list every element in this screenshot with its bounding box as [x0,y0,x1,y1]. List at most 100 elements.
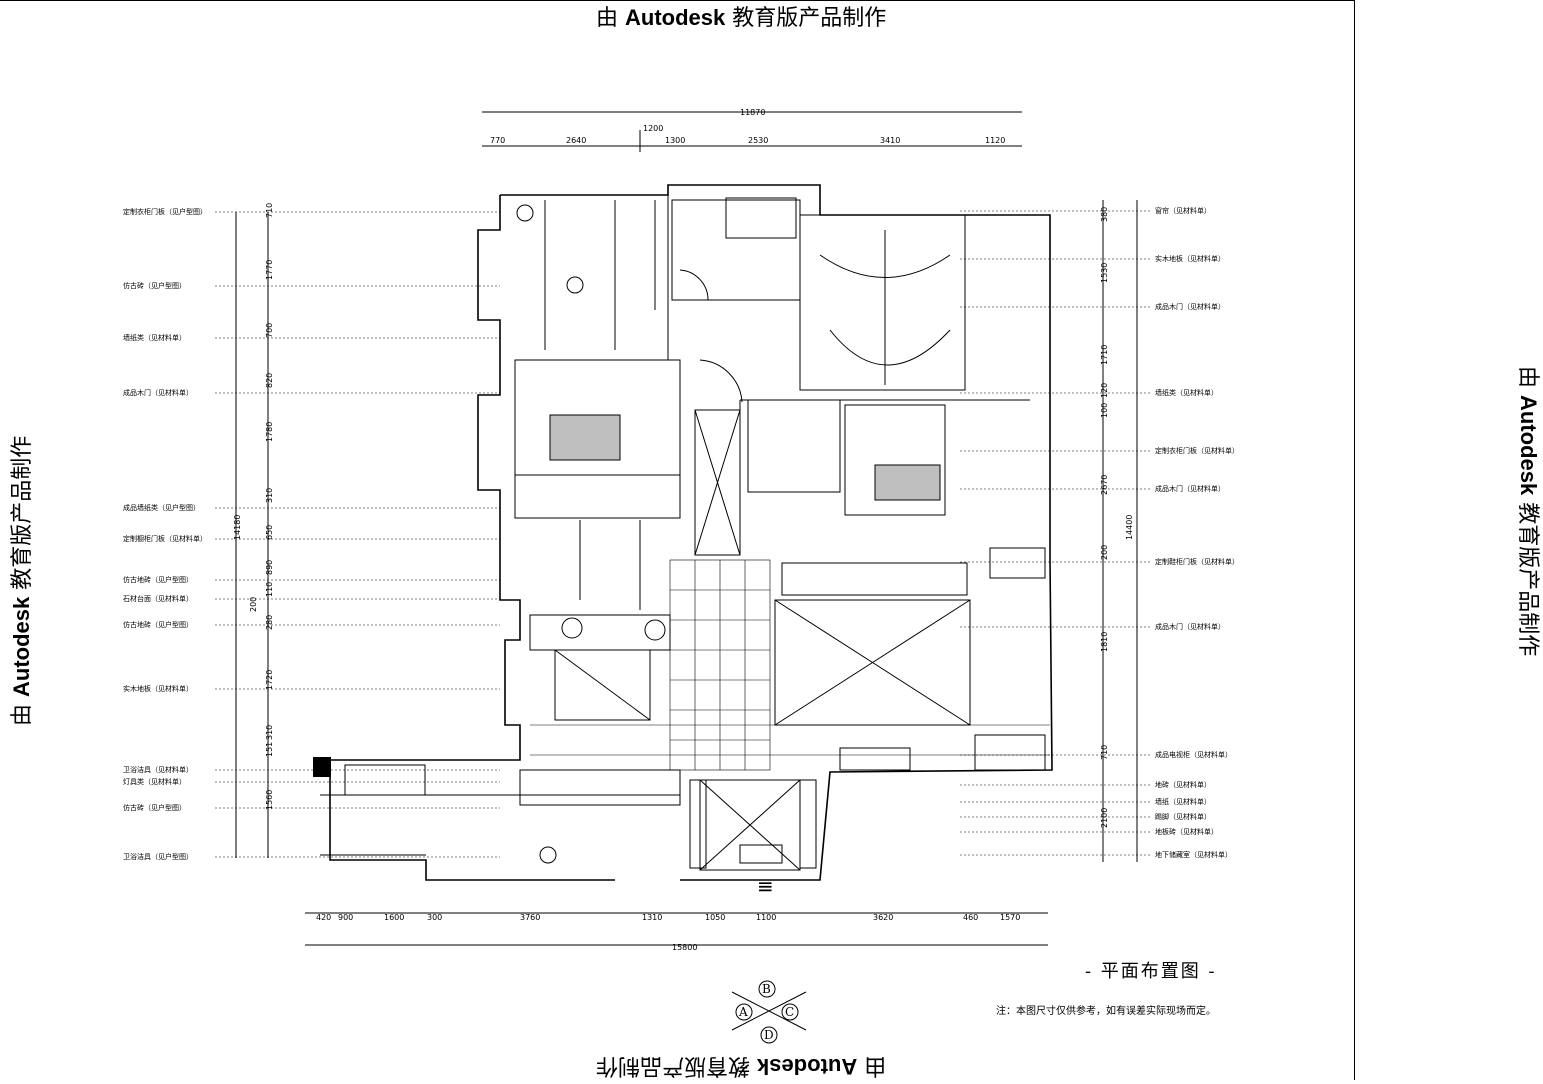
dim-right-total: 14400 [1125,515,1134,540]
dim-right: 710 [1100,745,1109,760]
rug-pattern-2 [874,464,941,501]
dim-bottom: 3760 [520,913,540,922]
plan-note: 注：本图尺寸仅供参考，如有误差实际现场而定。 [996,1006,1216,1017]
plant-icon [561,617,583,639]
dim-bottom: 1100 [756,913,776,922]
plant-icon [644,619,666,641]
material-label: 墙纸类（见材料单） [123,333,186,342]
entry-mark: ≡ [757,874,774,898]
dim-left: 310 [265,488,274,503]
dim-left: 110 [265,582,274,597]
material-label: 成品木门（见材料单） [1155,622,1225,631]
dim-bottom: 460 [963,913,978,922]
dim-left: 650 [265,525,274,540]
bathtub [725,197,797,239]
material-label: 踢脚（见材料单） [1155,812,1211,821]
material-label: 卫浴洁具（见材料单） [123,765,193,774]
dim-top: 2640 [566,136,586,145]
plan-title: - 平面布置图 - [1085,961,1217,982]
material-label: 地砖（见材料单） [1155,780,1211,789]
dim-right: 100 [1100,403,1109,418]
compass-b: B [762,982,771,996]
material-label: 窗帘（见材料单） [1155,206,1211,215]
compass-c: C [785,1005,794,1019]
dim-top-sub: 1200 [643,124,663,133]
door-swing-2 [679,269,709,301]
frame-top-border [0,0,1355,1]
dim-left: 1560 [265,790,274,810]
material-label: 定制鞋柜门板（见材料单） [1155,557,1239,566]
watermark-top: 由 Autodesk 教育版产品制作 [596,5,887,31]
dim-right: 1810 [1100,632,1109,652]
material-label: 实木地板（见材料单） [123,684,193,693]
dim-bottom: 1050 [705,913,725,922]
material-label: 仿古砖（见户型图） [123,803,186,812]
material-label: 成品木门（见材料单） [1155,302,1225,311]
dim-bottom: 1310 [642,913,662,922]
material-label: 仿古地砖（见户型图） [123,575,193,584]
dimension-texts: 11870 1200 770 2640 1300 2530 3410 1120 420 900 16… [233,108,1134,952]
dim-left: 710 [265,203,274,218]
outer-walls [329,184,1053,881]
dim-bottom: 900 [338,913,353,922]
material-label: 墙纸（见材料单） [1155,797,1211,806]
dim-right: 1530 [1100,263,1109,283]
material-label: 仿古砖（见户型图） [123,281,186,290]
material-label: 墙纸类（见材料单） [1155,388,1218,397]
dim-right: 2670 [1100,475,1109,495]
material-label: 地板砖（见材料单） [1155,827,1218,836]
dim-left: 820 [265,373,274,388]
dim-left-total: 14180 [233,515,242,540]
dim-left: 1780 [265,422,274,442]
dim-left: 151 [265,742,274,757]
dim-right: 2100 [1100,808,1109,828]
dim-right: 120 [1100,383,1109,398]
material-label: 仿古地砖（见户型图） [123,620,193,629]
column-block [313,757,331,777]
door-swing [699,359,743,403]
material-label: 石材台面（见材料单） [123,594,193,603]
dim-bottom: 1600 [384,913,404,922]
material-label: 成品木门（见材料单） [123,388,193,397]
interior-walls [320,195,1046,871]
material-label: 定制橱柜门板（见材料单） [123,534,207,543]
dim-left: 310 [265,725,274,740]
dim-left: 700 [265,323,274,338]
material-label: 成品电视柜（见材料单） [1155,750,1232,759]
material-label: 成品木门（见材料单） [1155,484,1225,493]
rug-arc [829,329,951,366]
plant-icon [539,846,557,864]
dim-bottom: 300 [427,913,442,922]
dim-top: 770 [490,136,505,145]
frame-right-border [1354,0,1355,1080]
rug-pattern [549,414,621,461]
dim-top: 2530 [748,136,768,145]
dim-left: 1770 [265,260,274,280]
stool-icon [566,276,584,294]
dim-right: 200 [1100,545,1109,560]
dim-left: 280 [265,615,274,630]
dim-top-total: 11870 [740,108,765,117]
material-label: 灯具类（见材料单） [123,777,186,786]
compass-a: A [738,1005,748,1019]
plant-icon [516,204,534,222]
compass-d: D [764,1028,774,1042]
material-label: 定制衣柜门板（见户型图） [123,207,207,216]
dim-top: 3410 [880,136,900,145]
material-label: 定制衣柜门板（见材料单） [1155,446,1239,455]
dining-table [554,649,651,721]
dim-right: 1710 [1100,345,1109,365]
dim-bottom: 1570 [1000,913,1020,922]
dim-right: 380 [1100,207,1109,222]
dim-bottom: 420 [316,913,331,922]
dim-top: 1300 [665,136,685,145]
dim-top: 1120 [985,136,1005,145]
dim-left-sub: 200 [249,597,258,612]
dim-bottom: 3620 [873,913,893,922]
material-label: 卫浴洁具（见户型图） [123,852,193,861]
dim-bottom-total: 15800 [672,943,697,952]
material-labels: 定制衣柜门板（见户型图） 仿古砖（见户型图） 墙纸类（见材料单） 成品木门（见材料单）… [123,206,1239,861]
dim-left: 890 [265,560,274,575]
material-label: 实木地板（见材料单） [1155,254,1225,263]
